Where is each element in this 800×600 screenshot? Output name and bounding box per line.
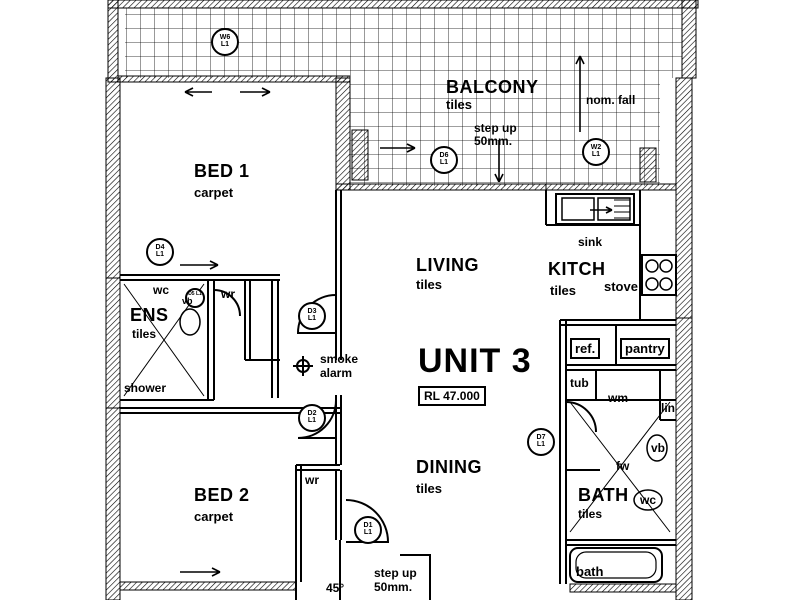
wall-balcony-kitchen: [545, 183, 677, 191]
tag-circle-d3: [298, 302, 326, 330]
wm-label: wm: [608, 391, 629, 405]
stove: [641, 254, 677, 296]
vanity-basin-bath: [646, 434, 668, 462]
tag-circle-d4: [146, 238, 174, 266]
wall-right-kitchen: [675, 77, 693, 319]
tag-circle-d5: [185, 288, 205, 308]
sink-drainer: [614, 199, 630, 219]
toilet-ens: [179, 308, 201, 336]
sink-bench: [555, 193, 635, 225]
wc-label-ens: wc: [153, 283, 170, 297]
living-finish: tiles: [416, 277, 443, 292]
balcony-tiles-main: [350, 78, 660, 186]
interior-walls: [120, 190, 676, 600]
door-tag-d3: D3 L1: [307, 308, 317, 322]
wall-bed1-living: [335, 77, 351, 191]
balcony-step-left: [351, 129, 369, 181]
tag-circle-d7: [527, 428, 555, 456]
dining-label: DINING: [416, 457, 482, 477]
lin-label: lin: [661, 401, 675, 415]
shower-label: shower: [124, 381, 167, 395]
wall-left-balcony: [107, 0, 119, 83]
tag-circle-d6: [430, 146, 458, 174]
ens-finish: tiles: [132, 327, 157, 341]
nom-fall-note: nom. fall: [586, 93, 636, 107]
stove-burner-1: [645, 259, 659, 273]
door-tag-d5: D5 L1: [188, 291, 202, 297]
tag-circle-w6: [211, 28, 239, 56]
balcony-finish: tiles: [446, 97, 473, 112]
toilet-bath: [633, 489, 663, 511]
tub-label: tub: [570, 376, 589, 390]
door-tag-d7: D7 L1: [536, 434, 546, 448]
wall-right-balcony: [681, 0, 697, 79]
dining-finish: tiles: [416, 481, 443, 496]
bed1-finish: carpet: [194, 185, 234, 200]
bath-tub: [569, 547, 663, 583]
tag-circle-d2: [298, 404, 326, 432]
angle-note: 45°: [326, 581, 345, 595]
unit-title: UNIT 3: [418, 342, 532, 380]
bed1-label: BED 1: [194, 161, 250, 181]
door-tag-d4: D4 L1: [155, 244, 165, 258]
sink-bowl-left: [561, 197, 595, 221]
stove-burner-4: [659, 277, 673, 291]
vb-label-ens: vb: [182, 296, 193, 306]
door-tag-d2: D2 L1: [307, 410, 317, 424]
kitchen-finish: tiles: [550, 283, 577, 298]
bath-label: BATH: [578, 485, 629, 505]
wr-label-bed1: wr: [221, 287, 236, 301]
smoke-alarm-symbol: [293, 356, 313, 376]
stove-label: stove: [604, 279, 638, 294]
tag-circles: [146, 28, 610, 544]
wc-label: wc: [640, 493, 657, 507]
bed2-label: BED 2: [194, 485, 250, 505]
wall-left-bed2: [105, 407, 121, 600]
tag-circle-w2: [582, 138, 610, 166]
fw-label: fw: [616, 459, 630, 473]
wall-left-ens: [105, 277, 121, 409]
ens-label: ENS: [130, 305, 169, 325]
door-tag-d6: D6 L1: [439, 152, 449, 166]
wall-balcony-living: [335, 183, 547, 191]
step-up-entry-note: step up 50mm.: [374, 566, 417, 594]
bath-tub-label: bath: [576, 564, 604, 579]
wall-bottom-right: [569, 583, 677, 593]
pantry-label: pantry: [620, 338, 670, 359]
wall-top: [107, 0, 699, 9]
tag-circle-d1: [354, 516, 382, 544]
stove-burner-3: [645, 277, 659, 291]
door-tag-w6: W6 L1: [219, 34, 231, 48]
balcony-label: BALCONY: [446, 77, 539, 97]
smoke-alarm-label: smoke alarm: [320, 352, 359, 380]
bath-finish: tiles: [578, 507, 603, 521]
kitchen-label: KITCH: [548, 259, 606, 279]
sink-bowl-right: [597, 197, 631, 221]
rl-level-box: RL 47.000: [418, 386, 486, 406]
bed2-finish: carpet: [194, 509, 234, 524]
step-up-balcony-note: step up 50mm.: [474, 121, 517, 148]
wall-right-bath: [675, 317, 693, 600]
door-tag-d1: D1 L1: [363, 522, 373, 536]
wall-left-bed1: [105, 77, 121, 279]
living-label: LIVING: [416, 255, 480, 275]
stove-burner-2: [659, 259, 673, 273]
vb-label: vb: [651, 441, 666, 455]
arrows: [180, 55, 613, 577]
wall-balcony-bed1: [117, 75, 351, 83]
wall-bottom-bed2: [119, 581, 297, 591]
balcony-step-right: [639, 147, 657, 183]
wr-label-bed2: wr: [305, 473, 320, 487]
door-tag-w2: W2 L1: [590, 144, 602, 158]
balcony-tiles-top: [125, 8, 682, 78]
ref-label: ref.: [570, 338, 601, 359]
sink-label: sink: [578, 235, 603, 249]
bath-fall-lines: [569, 401, 671, 533]
bath-tub-inner: [575, 551, 657, 579]
